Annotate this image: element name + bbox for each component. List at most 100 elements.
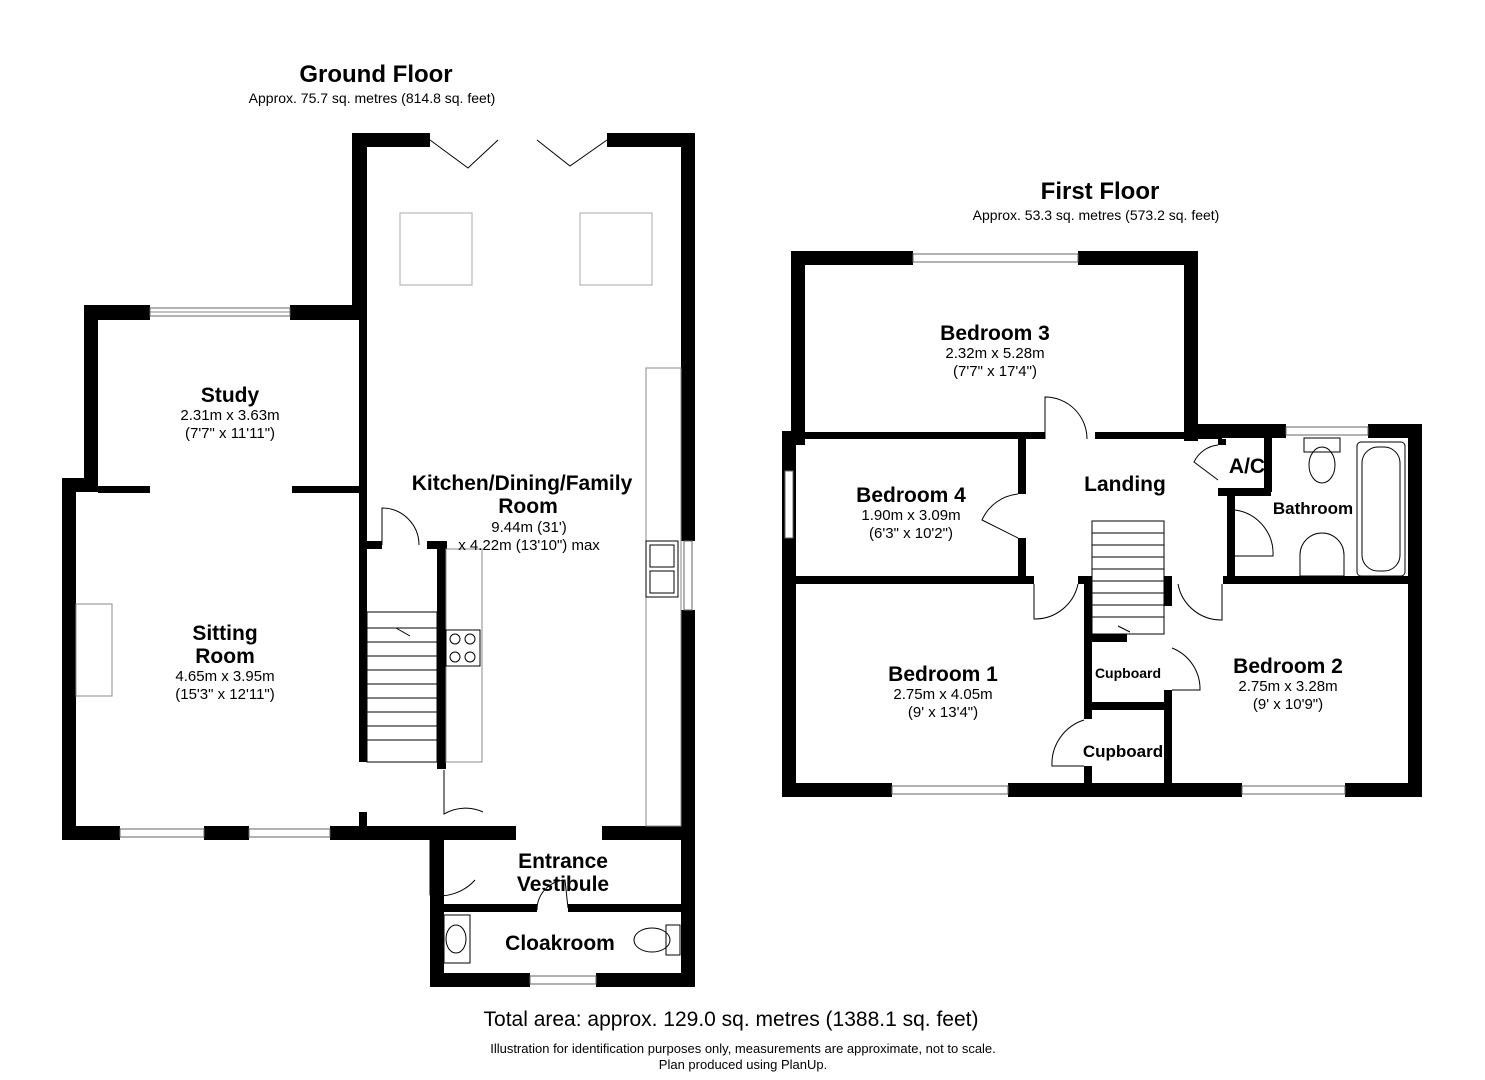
room-cupboard1-name: Cupboard [1095,665,1161,681]
window [248,828,331,838]
disclaimer-line-1: Illustration for identification purposes… [490,1041,996,1056]
room-kitchen-name-1: Kitchen/Dining/Family [412,472,633,495]
wall [1092,634,1127,642]
first-floor-title: First Floor [1041,178,1160,205]
window [529,975,597,985]
basin [443,914,471,964]
room-bedroom3-name: Bedroom 3 [940,322,1050,345]
room-kitchen-dim-1: 9.44m (31') [491,519,566,536]
room-bedroom1-name: Bedroom 1 [888,663,998,686]
wall [681,610,695,987]
total-area: Total area: approx. 129.0 sq. metres (13… [484,1008,979,1031]
wall [805,432,1045,439]
room-bedroom2-dim: 2.75m x 3.28m [1238,678,1337,695]
door [1051,719,1085,767]
sink-bowl [649,570,675,594]
wall [84,305,150,320]
bifold-door [536,139,608,167]
wall [1184,251,1198,441]
door [1171,647,1201,691]
room-kitchen-name-2: Room [498,495,558,518]
wall [1164,690,1172,783]
staircase [366,611,438,763]
wall [1018,538,1026,583]
window [891,785,1009,795]
wall [1084,576,1092,719]
room-bedroom2-imperial: (9' x 10'9") [1253,696,1323,713]
window [119,828,205,838]
staircase [1091,520,1165,635]
wall [430,826,444,986]
door [981,493,1019,539]
wall [1408,424,1422,797]
room-study-dim: 2.31m x 3.63m [180,407,279,424]
wall [1218,488,1271,496]
wall [602,826,695,840]
bifold-door [429,139,499,169]
wall [352,133,367,305]
room-ac-name: A/C [1229,455,1265,478]
worktop [445,548,483,763]
wall [62,478,76,840]
room-study-imperial: (7'7" x 11'11") [185,425,275,442]
room-bedroom4-dim: 1.90m x 3.09m [861,507,960,524]
wall [62,826,120,840]
window [784,470,794,539]
wall [292,486,364,493]
first-floor-plan: First Floor Approx. 53.3 sq. metres (573… [782,178,1422,797]
wall [352,133,430,147]
wall [367,541,382,549]
room-entrance-name-2: Vestibule [517,873,609,896]
ground-floor-area: Approx. 75.7 sq. metres (814.8 sq. feet) [249,90,496,106]
door [1234,509,1274,557]
room-study-name: Study [201,384,260,407]
first-floor-area: Approx. 53.3 sq. metres (573.2 sq. feet) [973,207,1220,223]
toilet [633,927,671,953]
wall [1227,490,1235,582]
wall [607,133,695,147]
wall [1223,576,1408,584]
wall [204,826,249,840]
wall [1018,439,1026,494]
room-sitting-name-1: Sitting [192,622,257,645]
wall [1264,436,1272,492]
room-bedroom4-imperial: (6'3" x 10'2") [869,525,953,542]
room-entrance-name-1: Entrance [518,850,608,873]
room-bedroom2-name: Bedroom 2 [1233,655,1343,678]
window [1241,785,1346,795]
door [381,507,420,546]
window [912,253,1079,263]
room-bedroom3-dim: 2.32m x 5.28m [945,345,1044,362]
wall [290,305,367,320]
door [1033,583,1079,620]
disclaimer-line-2: Plan produced using PlanUp. [659,1057,827,1072]
room-bathroom-name: Bathroom [1273,499,1353,518]
window [1285,426,1369,436]
skylight [399,212,473,286]
wall [568,904,681,912]
wall [359,320,367,762]
ground-floor-title: Ground Floor [299,61,452,88]
wall [782,783,892,797]
room-landing-name: Landing [1084,473,1166,496]
window [683,540,693,611]
wall [791,251,805,441]
hob [445,629,481,667]
basin [1299,532,1345,577]
room-cupboard2-name: Cupboard [1083,742,1163,761]
wall [1095,432,1222,439]
sink-bowl [649,544,675,568]
wall [84,305,98,485]
wall [681,133,695,541]
room-bedroom3-imperial: (7'7" x 17'4") [953,363,1037,380]
bath [1356,441,1406,577]
wall [330,826,516,840]
wall [1078,251,1198,265]
room-cloakroom-name: Cloakroom [505,932,615,955]
sink [645,540,679,598]
wall [430,973,530,987]
wall [437,541,446,769]
wall [1092,702,1170,710]
door [1044,396,1088,440]
